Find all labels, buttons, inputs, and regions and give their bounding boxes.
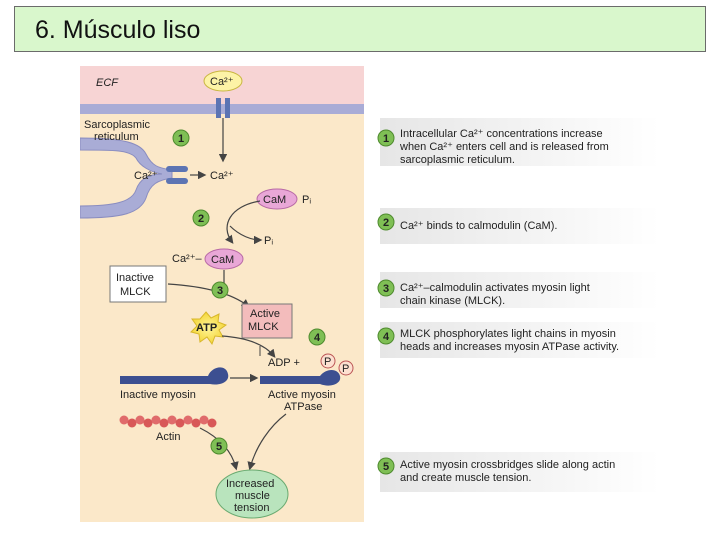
arrow-atp-use <box>221 335 276 358</box>
ecf-label: ECF <box>96 77 119 89</box>
diagram-svg: ECF Ca²⁺ Sarcoplasmic reticulum Ca²⁺ Ca²… <box>79 66 364 522</box>
step-1-line-2: when Ca²⁺ enters cell and is released fr… <box>399 141 609 153</box>
svg-text:3: 3 <box>383 283 389 295</box>
svg-text:1: 1 <box>383 133 389 145</box>
active-myosin-label-2: ATPase <box>284 401 322 413</box>
step-4-box: 4 MLCK phosphorylates light chains in my… <box>377 322 660 358</box>
inactive-mlck-label-2: MLCK <box>120 286 151 298</box>
ca-ion-top <box>203 70 243 92</box>
tension-label-1: Increased <box>226 478 274 490</box>
cell-membrane <box>80 104 364 114</box>
active-myosin-shape <box>260 370 341 386</box>
phosphate-icon-2 <box>338 360 354 376</box>
smooth-muscle-diagram: ECF Ca²⁺ Sarcoplasmic reticulum Ca²⁺ Ca²… <box>79 66 364 522</box>
cytoplasm <box>80 114 364 522</box>
step-2-marker <box>192 209 210 227</box>
ca-cam-oval <box>204 248 244 270</box>
steps-svg: 1 Intracellular Ca²⁺ concentrations incr… <box>377 118 660 492</box>
sr-channel-top <box>166 166 188 172</box>
page-title: 6. Músculo liso <box>35 16 201 44</box>
step-2-line-1: Ca²⁺ binds to calmodulin (CaM). <box>400 220 557 232</box>
phosphate-label-2: P <box>342 363 349 375</box>
step-5-line-2: and create muscle tension. <box>400 472 531 484</box>
ca-cytosol-label: Ca²⁺ <box>210 170 234 182</box>
membrane-channel-left <box>216 98 221 118</box>
step-4-number: 4 <box>314 332 321 344</box>
membrane-channel-right <box>225 98 230 118</box>
tension-oval <box>215 469 289 519</box>
step-3-number: 3 <box>217 285 223 297</box>
arrow-pi-release <box>229 225 263 245</box>
step-4-line-1: MLCK phosphorylates light chains in myos… <box>400 328 616 340</box>
step-5-marker <box>210 437 228 455</box>
ca-cam-label: CaM <box>211 254 234 266</box>
arrow-cam-binding <box>225 200 261 244</box>
inactive-myosin-label: Inactive myosin <box>120 389 196 401</box>
ca-sr-label: Ca²⁺ <box>134 170 158 182</box>
step-5-box: 5 Active myosin crossbridges slide along… <box>377 452 660 492</box>
phosphate-icon-1 <box>320 353 336 369</box>
svg-text:4: 4 <box>383 331 390 343</box>
step-3-box: 3 Ca²⁺–calmodulin activates myosin light… <box>377 272 660 308</box>
sr-channel-bottom <box>166 178 188 184</box>
sr-label-2: reticulum <box>94 131 139 143</box>
step-4-marker <box>308 328 326 346</box>
step-3-line-2: chain kinase (MLCK). <box>400 295 505 307</box>
svg-text:5: 5 <box>383 461 389 473</box>
title-box: 6. Músculo liso <box>14 6 706 52</box>
atp-starburst-icon <box>190 311 228 346</box>
step-5-number: 5 <box>216 441 222 453</box>
sarcoplasmic-reticulum <box>79 137 173 219</box>
cam-pi-label: CaM <box>263 194 286 206</box>
pi-label-2: Pᵢ <box>264 235 273 247</box>
svg-text:2: 2 <box>383 217 389 229</box>
pi-label-1: Pᵢ <box>302 194 311 206</box>
steps-legend: 1 Intracellular Ca²⁺ concentrations incr… <box>372 118 672 498</box>
inactive-mlck-label-1: Inactive <box>116 272 154 284</box>
cam-pi-oval <box>256 188 298 210</box>
step-2-number: 2 <box>198 213 204 225</box>
inactive-mlck-box <box>109 265 167 303</box>
actin-label: Actin <box>156 431 180 443</box>
phosphate-label-1: P <box>324 356 331 368</box>
tension-label-3: tension <box>234 502 269 514</box>
active-mlck-box <box>241 303 293 339</box>
step-4-line-2: heads and increases myosin ATPase activi… <box>400 341 619 353</box>
sr-label-1: Sarcoplasmic <box>84 119 151 131</box>
adp-label: ADP + <box>268 357 300 369</box>
step-5-line-1: Active myosin crossbridges slide along a… <box>400 459 615 471</box>
tension-label-2: muscle <box>235 490 270 502</box>
actin-filament <box>119 415 217 428</box>
ca-top-label: Ca²⁺ <box>210 76 234 88</box>
active-myosin-label-1: Active myosin <box>268 389 336 401</box>
step-3-marker <box>211 281 229 299</box>
active-mlck-label-1: Active <box>250 308 280 320</box>
atp-label: ATP <box>196 322 217 334</box>
step-1-line-1: Intracellular Ca²⁺ concentrations increa… <box>400 128 603 140</box>
step-1-line-3: sarcoplasmic reticulum. <box>400 154 515 166</box>
arrow-myosin-tension <box>247 413 287 471</box>
inactive-myosin-shape <box>120 367 229 385</box>
step-1-number: 1 <box>178 133 184 145</box>
active-mlck-label-2: MLCK <box>248 321 279 333</box>
step-1-marker <box>172 129 190 147</box>
step-1-box: 1 Intracellular Ca²⁺ concentrations incr… <box>377 118 660 166</box>
step-2-box: 2 Ca²⁺ binds to calmodulin (CaM). <box>377 208 660 244</box>
step-3-line-1: Ca²⁺–calmodulin activates myosin light <box>400 282 590 294</box>
ca-cam-prefix: Ca²⁺– <box>172 253 203 265</box>
